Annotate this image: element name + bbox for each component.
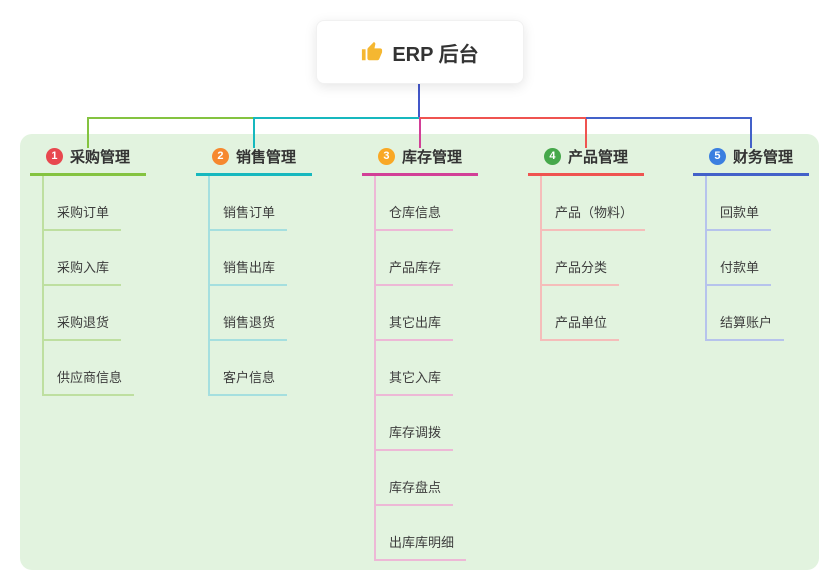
connector-drop-line bbox=[585, 117, 587, 148]
topic-node[interactable]: 3 库存管理 bbox=[362, 146, 478, 176]
child-node[interactable]: 回款单 bbox=[718, 203, 772, 231]
topic-node[interactable]: 5 财务管理 bbox=[693, 146, 809, 176]
child-connector-stub bbox=[42, 284, 57, 286]
child-connector-stub bbox=[42, 339, 57, 341]
number-badge: 3 bbox=[377, 148, 395, 165]
child-connector-trunk bbox=[208, 176, 210, 396]
child-node[interactable]: 产品单位 bbox=[553, 313, 620, 341]
number-badge: 4 bbox=[543, 148, 561, 165]
child-connector-stub bbox=[374, 449, 389, 451]
child-connector-stub bbox=[374, 559, 389, 561]
child-node[interactable]: 供应商信息 bbox=[55, 368, 135, 396]
child-node[interactable]: 销售订单 bbox=[221, 203, 288, 231]
child-node[interactable]: 销售出库 bbox=[221, 258, 288, 286]
child-connector-stub bbox=[374, 394, 389, 396]
topic-node[interactable]: 2 销售管理 bbox=[196, 146, 312, 176]
child-connector-stub bbox=[208, 394, 223, 396]
connector-bus-segment bbox=[586, 117, 751, 119]
child-connector-stub bbox=[540, 229, 555, 231]
child-node[interactable]: 产品（物料） bbox=[553, 203, 646, 231]
child-node[interactable]: 销售退货 bbox=[221, 313, 288, 341]
child-connector-stub bbox=[705, 229, 720, 231]
child-connector-trunk bbox=[374, 176, 376, 561]
number-badge: 2 bbox=[211, 148, 229, 165]
topic-node[interactable]: 1 采购管理 bbox=[30, 146, 146, 176]
connector-bus-segment bbox=[420, 117, 586, 119]
child-connector-stub bbox=[540, 284, 555, 286]
number-badge: 1 bbox=[45, 148, 63, 165]
child-connector-stub bbox=[374, 284, 389, 286]
connector-bus-segment bbox=[254, 117, 420, 119]
child-connector-stub bbox=[208, 229, 223, 231]
root-connector-line bbox=[418, 83, 420, 118]
child-connector-stub bbox=[374, 504, 389, 506]
child-connector-stub bbox=[374, 229, 389, 231]
child-node[interactable]: 产品分类 bbox=[553, 258, 620, 286]
branches-panel bbox=[20, 134, 819, 570]
topic-label: 财务管理 bbox=[732, 149, 793, 166]
child-connector-stub bbox=[374, 339, 389, 341]
child-connector-stub bbox=[208, 284, 223, 286]
connector-bus-segment bbox=[88, 117, 254, 119]
child-connector-stub bbox=[42, 394, 57, 396]
topic-label: 产品管理 bbox=[567, 149, 628, 166]
child-connector-trunk bbox=[705, 176, 707, 341]
connector-drop-line bbox=[750, 117, 752, 148]
connector-drop-line bbox=[87, 117, 89, 148]
root-label: ERP 后台 bbox=[392, 43, 479, 66]
topic-label: 销售管理 bbox=[235, 149, 296, 166]
child-node[interactable]: 付款单 bbox=[718, 258, 772, 286]
child-node[interactable]: 产品库存 bbox=[387, 258, 454, 286]
topic-node[interactable]: 4 产品管理 bbox=[528, 146, 644, 176]
child-connector-trunk bbox=[42, 176, 44, 396]
topic-label: 采购管理 bbox=[69, 149, 130, 166]
child-connector-stub bbox=[208, 339, 223, 341]
child-node[interactable]: 采购订单 bbox=[55, 203, 122, 231]
root-node[interactable]: ERP 后台 bbox=[316, 20, 524, 84]
child-node[interactable]: 库存调拨 bbox=[387, 423, 454, 451]
thumbs-up-icon bbox=[362, 41, 383, 61]
child-connector-stub bbox=[42, 229, 57, 231]
connector-drop-line bbox=[253, 117, 255, 148]
child-node[interactable]: 其它出库 bbox=[387, 313, 454, 341]
child-node[interactable]: 出库库明细 bbox=[387, 533, 467, 561]
child-connector-trunk bbox=[540, 176, 542, 341]
child-node[interactable]: 结算账户 bbox=[718, 313, 785, 341]
child-node[interactable]: 其它入库 bbox=[387, 368, 454, 396]
child-connector-stub bbox=[705, 284, 720, 286]
connector-drop-line bbox=[419, 117, 421, 148]
child-node[interactable]: 采购入库 bbox=[55, 258, 122, 286]
number-badge: 5 bbox=[708, 148, 726, 165]
child-node[interactable]: 库存盘点 bbox=[387, 478, 454, 506]
child-node[interactable]: 仓库信息 bbox=[387, 203, 454, 231]
topic-label: 库存管理 bbox=[401, 149, 462, 166]
child-connector-stub bbox=[540, 339, 555, 341]
child-connector-stub bbox=[705, 339, 720, 341]
child-node[interactable]: 采购退货 bbox=[55, 313, 122, 341]
child-node[interactable]: 客户信息 bbox=[221, 368, 288, 396]
